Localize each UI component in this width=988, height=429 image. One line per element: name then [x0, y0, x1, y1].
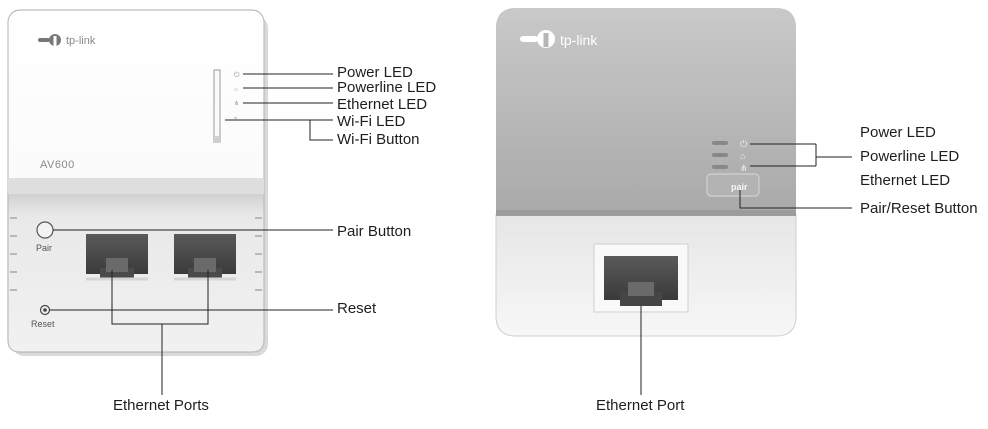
right-pair-reset-button[interactable]	[706, 173, 760, 197]
left-device-seam	[8, 178, 264, 194]
right-callout-lines	[640, 143, 852, 395]
label-left-wifi-led: Wi-Fi LED	[337, 113, 406, 130]
left-side-vents	[10, 217, 262, 291]
right-device: tp-link ⏻ ⌂ ⋔ pair	[495, 8, 797, 337]
left-pair-text: Pair	[36, 243, 52, 253]
left-ethernet-port-2[interactable]	[174, 234, 236, 281]
right-power-led-icon: ⏻	[740, 139, 747, 149]
left-brand-text: tp-link	[66, 35, 96, 47]
left-pair-button[interactable]	[36, 221, 54, 239]
left-model-text: AV600	[40, 159, 75, 171]
label-right-powerline-led: Powerline LED	[860, 148, 960, 165]
right-pair-text: pair	[731, 182, 748, 192]
left-device: tp-link AV600 ⏻ ⌂ ⋔ ≈ Pair Reset	[7, 9, 268, 356]
label-right-pair-reset-button: Pair/Reset Button	[860, 200, 978, 217]
label-left-pair-button: Pair Button	[337, 223, 412, 240]
left-ethernet-port-1[interactable]	[86, 234, 148, 281]
right-ethernet-port[interactable]	[593, 243, 689, 313]
left-reset-text: Reset	[31, 319, 55, 329]
left-wifi-led-icon: ≈	[234, 116, 238, 122]
right-ethernet-led-icon: ⋔	[740, 163, 748, 173]
label-left-power-led: Power LED	[337, 64, 413, 81]
right-led-slots	[712, 141, 728, 169]
label-right-ethernet-port: Ethernet Port	[596, 397, 685, 414]
right-tplink-logo-icon	[520, 30, 555, 48]
right-brand-text: tp-link	[560, 32, 598, 48]
left-wifi-button[interactable]	[214, 136, 220, 142]
left-reset-dot	[43, 308, 47, 312]
right-powerline-led-icon: ⌂	[740, 151, 745, 161]
left-tplink-logo-icon	[38, 34, 61, 46]
label-left-reset: Reset	[337, 300, 377, 317]
label-left-wifi-button: Wi-Fi Button	[337, 131, 420, 148]
left-callout-lines	[50, 73, 333, 395]
left-powerline-led-icon: ⌂	[234, 87, 238, 93]
left-led-strip	[213, 69, 221, 143]
left-power-led-icon: ⏻	[234, 71, 240, 79]
right-device-top-panel	[496, 8, 796, 214]
right-device-seam	[496, 210, 796, 216]
left-ethernet-led-icon: ⋔	[234, 100, 239, 107]
label-left-ethernet-ports: Ethernet Ports	[113, 397, 209, 414]
label-left-powerline-led: Powerline LED	[337, 79, 437, 96]
label-left-ethernet-led: Ethernet LED	[337, 96, 428, 113]
label-right-ethernet-led: Ethernet LED	[860, 172, 951, 189]
label-right-power-led: Power LED	[860, 124, 936, 141]
